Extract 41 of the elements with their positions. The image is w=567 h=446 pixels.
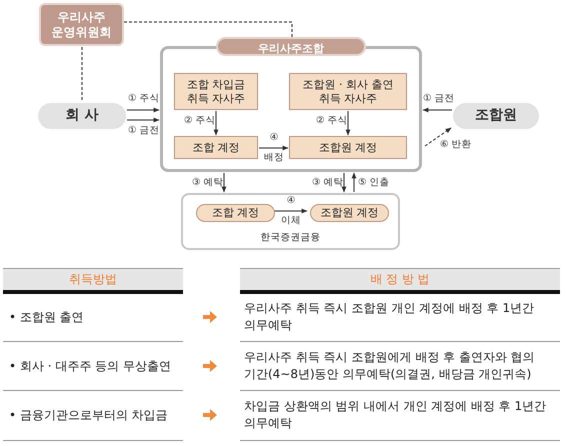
committee-box: 우리사주 운영위원회: [39, 3, 124, 46]
edge-label: ⑤ 인출: [358, 176, 390, 189]
arrow: [352, 172, 356, 192]
arrow: [274, 208, 308, 214]
account-pill: 조합원 계정: [310, 204, 389, 222]
method-text: • 조합원 출연: [8, 308, 85, 326]
edge-label: ③ 예탁: [192, 176, 224, 189]
edge-label: ① 금전: [128, 124, 160, 137]
edge-label: ③ 예탁: [312, 176, 344, 189]
description-text: 우리사주 취득 즉시 조합원 개인 계정에 배정 후 1년간 의무예탁: [243, 300, 536, 334]
account-box: 조합 차입금 취득 자사주: [174, 73, 258, 110]
arrow: [214, 110, 218, 136]
edge-label: ④ 이체: [280, 194, 302, 228]
arrow: [342, 172, 346, 193]
edge-label: ① 주식: [128, 92, 160, 105]
edge-label: ⑥ 반환: [440, 138, 472, 151]
column-header: 배 정 방 법: [240, 268, 560, 290]
arrow: [422, 108, 452, 112]
edge-label: ① 금전: [423, 92, 455, 105]
arrow: [258, 146, 289, 150]
method-text: • 회사 · 대주주 등의 무상출연: [8, 358, 172, 374]
account-box: 조합 계정: [174, 136, 258, 159]
edge-label: ④ 배정: [263, 131, 285, 165]
arrow: [126, 108, 160, 112]
arrow: [126, 118, 160, 122]
column-header: 취득방법: [3, 268, 183, 290]
description-text: 차입금 상환액의 범위 내에서 개인 계정에 배정 후 1년간 의무예탁: [243, 398, 548, 432]
party-pill: 회 사: [38, 103, 126, 129]
dashed-arrow: [424, 128, 452, 146]
group-title: 우리사주조합: [216, 37, 366, 56]
party-pill: 조합원: [453, 103, 539, 129]
arrow: [346, 110, 350, 136]
edge-label: ② 주식: [184, 114, 216, 127]
edge-label: ② 주식: [316, 114, 348, 127]
account-pill: 조합 계정: [196, 204, 275, 222]
description-text: 우리사주 취득 즉시 조합원에게 배정 후 출연자와 협의 기간(4~8년)동안 의무예탁(의결권, 배당금 개인귀속): [243, 348, 536, 383]
account-box: 조합원 · 회사 출연 취득 자사주: [289, 73, 407, 110]
dashed-line: [124, 22, 292, 38]
method-text: • 금융기관으로부터의 차입금: [8, 406, 169, 424]
arrow: [222, 172, 226, 193]
account-box: 조합원 계정: [289, 136, 407, 159]
